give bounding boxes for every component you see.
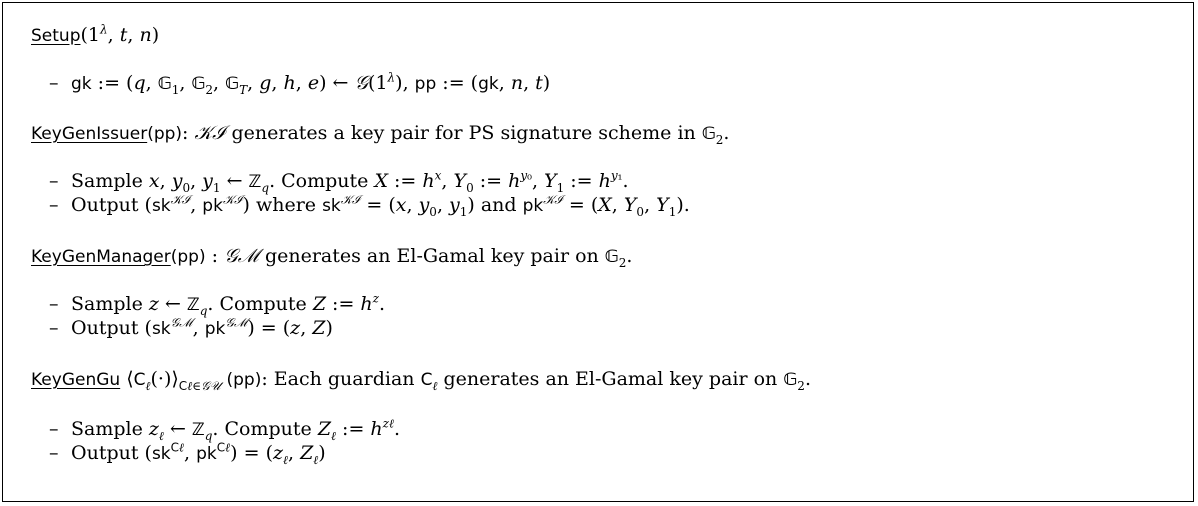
setup-header: Setup(1λ, t, n)	[31, 23, 159, 48]
key-gen-manager-header: KeyGenManager(pp) : 𝒢ℳ generates an El-G…	[31, 245, 633, 270]
key-gen-issuer-header: KeyGenIssuer(pp): 𝒦ℐ generates a key pai…	[31, 122, 730, 147]
setup-args: (1λ, t, n)	[80, 22, 160, 46]
key-gen-issuer-step-1: –Sample x, y0, y1 ← ℤq. Compute X := hx,…	[49, 168, 629, 195]
setup-name: Setup	[31, 26, 81, 46]
key-gen-manager-name: KeyGenManager	[31, 247, 171, 267]
key-gen-manager-step-2: –Output (sk𝒢ℳ, pk𝒢ℳ) = (z, Z)	[49, 315, 333, 339]
key-gen-manager-step-1: –Sample z ← ℤq. Compute Z := hz.	[49, 291, 386, 318]
key-gen-gu-header: KeyGenGu ⟨Cℓ(·)⟩Cℓ∈𝒢𝒰 (pp): Each guardia…	[31, 368, 811, 393]
key-gen-issuer-name: KeyGenIssuer	[31, 124, 148, 144]
key-gen-gu-name: KeyGenGu	[31, 370, 121, 390]
key-gen-gu-step-1: –Sample zℓ ← ℤq. Compute Zℓ := hzℓ.	[49, 416, 401, 443]
key-gen-issuer-step-2: –Output (sk𝒦ℐ, pk𝒦ℐ) where sk𝒦ℐ = (x, y0…	[49, 192, 690, 219]
key-gen-gu-step-2: –Output (skCℓ, pkCℓ) = (zℓ, Zℓ)	[49, 440, 326, 467]
setup-step-1: –gk := (q, 𝔾1, 𝔾2, 𝔾T, g, h, e) ← 𝒢(1λ),…	[49, 70, 551, 97]
